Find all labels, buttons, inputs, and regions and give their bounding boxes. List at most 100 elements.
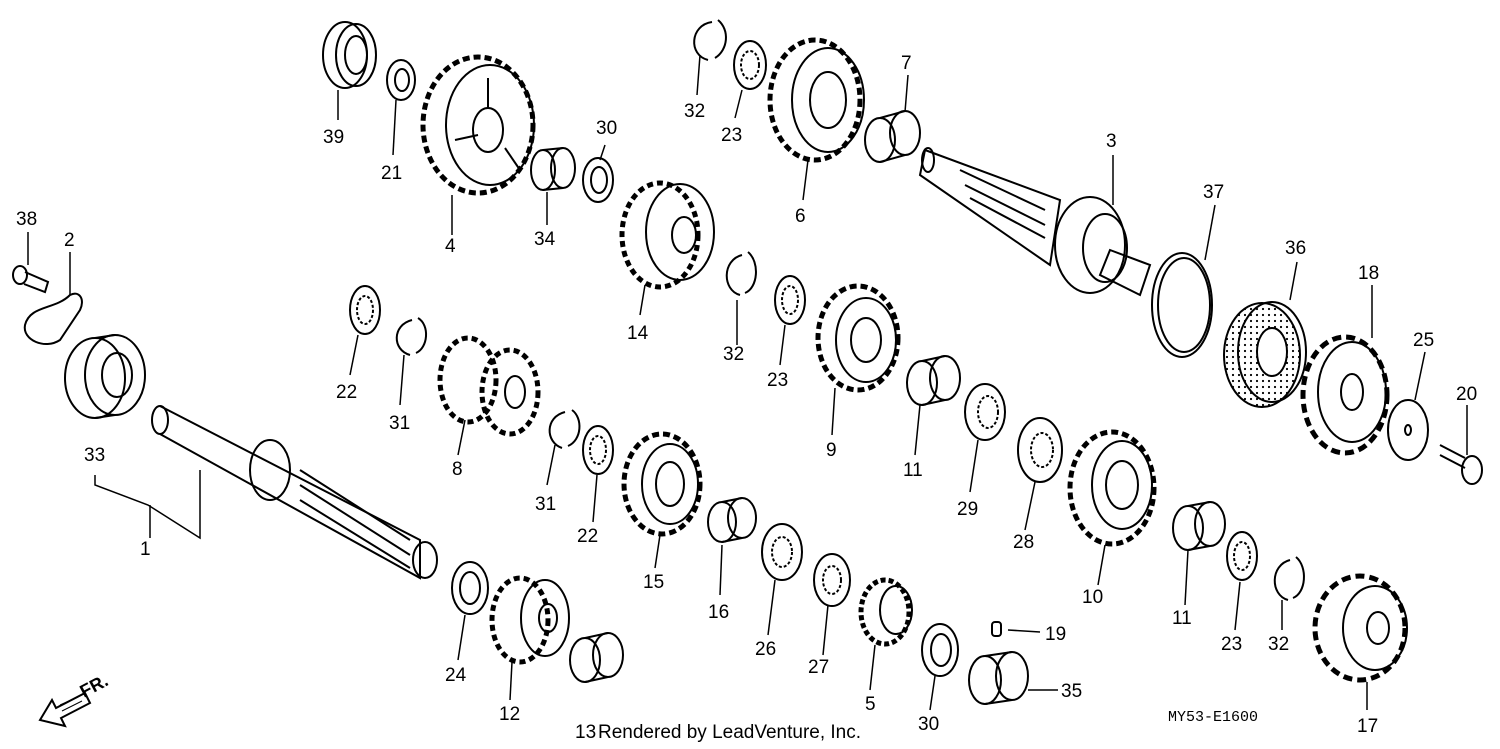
- part-9-gear: [815, 283, 901, 393]
- part-2-plate: [23, 292, 83, 345]
- callout-6: 6: [795, 206, 806, 227]
- callout-15: 15: [643, 572, 664, 593]
- callout-9: 9: [826, 440, 837, 461]
- callout-31a: 31: [389, 413, 410, 434]
- part-17-gear: [1312, 573, 1408, 683]
- part-27-washer: [813, 553, 851, 607]
- part-32-circlip-mid: [725, 251, 757, 296]
- callout-21: 21: [381, 163, 402, 184]
- callout-labels: 39 21 4 34 30 32 23 6 7 3 37 36 18 25 20…: [16, 53, 1477, 743]
- callout-36: 36: [1285, 238, 1306, 259]
- part-8-gear: [437, 335, 541, 437]
- callout-32b: 32: [723, 344, 744, 365]
- callout-28: 28: [1013, 532, 1034, 553]
- callout-32a: 32: [684, 101, 705, 122]
- part-29-washer: [964, 383, 1006, 441]
- part-11-bushing-b: [1172, 501, 1226, 551]
- part-26-washer: [761, 523, 803, 581]
- callout-5: 5: [865, 694, 876, 715]
- part-23-washer-mid: [774, 275, 806, 325]
- part-15-gear: [621, 431, 703, 537]
- callout-8: 8: [452, 459, 463, 480]
- callout-33: 33: [84, 445, 105, 466]
- callout-35: 35: [1061, 681, 1082, 702]
- part-25-washer: [1387, 399, 1429, 461]
- part-3-shaft: [918, 147, 1152, 297]
- part-28-washer: [1017, 417, 1063, 483]
- callout-23b: 23: [767, 370, 788, 391]
- callout-12: 12: [499, 704, 520, 725]
- callout-11b: 11: [1172, 608, 1192, 629]
- part-5-gear: [858, 577, 913, 647]
- part-31-circlip-b: [548, 409, 581, 449]
- part-10-gear: [1067, 429, 1157, 547]
- part-22-washer-a: [349, 285, 381, 335]
- callout-22a: 22: [336, 382, 357, 403]
- part-22-washer-b: [582, 425, 614, 475]
- callout-13: 13: [575, 722, 596, 743]
- callout-30b: 30: [918, 714, 939, 735]
- direction-arrow-icon: [38, 691, 92, 728]
- part-14-gear: [619, 180, 715, 290]
- part-12-gear: [489, 575, 570, 665]
- part-1-mainshaft: [151, 405, 438, 580]
- part-23-washer-lower: [1226, 531, 1258, 581]
- callout-39: 39: [323, 127, 344, 148]
- part-19-pin: [991, 621, 1002, 637]
- callout-18: 18: [1358, 263, 1379, 284]
- part-4-gear: [420, 54, 536, 196]
- callout-24: 24: [445, 665, 467, 686]
- callout-37: 37: [1203, 182, 1224, 203]
- callout-23a: 23: [721, 125, 742, 146]
- part-16-bushing: [707, 497, 757, 543]
- callout-7: 7: [901, 53, 912, 74]
- callout-1: 1: [140, 539, 151, 560]
- callout-26: 26: [755, 639, 776, 660]
- part-20-bolt: [1439, 444, 1483, 485]
- callout-30a: 30: [596, 118, 617, 139]
- part-18-sprocket: [1300, 334, 1390, 456]
- callout-3: 3: [1106, 131, 1117, 152]
- part-11-bushing-a: [906, 355, 961, 406]
- callout-20: 20: [1456, 384, 1477, 405]
- part-38-bolt: [12, 265, 50, 294]
- callout-14: 14: [627, 323, 649, 344]
- callout-10: 10: [1082, 587, 1103, 608]
- callout-31b: 31: [535, 494, 556, 515]
- part-24-washer: [451, 561, 489, 615]
- part-33-bearing: [64, 334, 146, 419]
- callout-34: 34: [534, 229, 556, 250]
- leader-lines: [27, 54, 1468, 711]
- part-34-needle-bearing: [530, 147, 576, 191]
- part-39-bearing: [322, 21, 377, 89]
- callout-27: 27: [808, 657, 829, 678]
- callout-2: 2: [64, 230, 75, 251]
- diagram-code: MY53-E1600: [1168, 709, 1258, 726]
- callout-4: 4: [445, 236, 456, 257]
- part-36-oil-seal: [1223, 301, 1307, 408]
- callout-17: 17: [1357, 716, 1378, 737]
- callout-25: 25: [1413, 330, 1434, 351]
- part-7-bushing: [864, 110, 921, 163]
- part-32-circlip-top: [693, 19, 727, 61]
- callout-29: 29: [957, 499, 978, 520]
- callout-38: 38: [16, 209, 37, 230]
- callout-23c: 23: [1221, 634, 1242, 655]
- callout-11a: 11: [903, 460, 923, 481]
- callout-16: 16: [708, 602, 729, 623]
- part-32-circlip-lower: [1273, 556, 1305, 601]
- part-13-bushing: [569, 632, 624, 683]
- credit-text: Rendered by LeadVenture, Inc.: [598, 722, 861, 743]
- callout-32c: 32: [1268, 634, 1289, 655]
- callout-22b: 22: [577, 526, 598, 547]
- part-21-washer: [386, 59, 416, 101]
- part-31-circlip-a: [395, 317, 427, 356]
- part-37-snap-ring: [1151, 252, 1213, 358]
- part-23-washer-top: [733, 40, 767, 90]
- part-30-washer-upper: [582, 157, 614, 203]
- callout-19: 19: [1045, 624, 1066, 645]
- part-30-washer-lower: [921, 623, 959, 677]
- part-35-needle-bearing: [968, 651, 1029, 705]
- part-6-gear: [767, 37, 865, 163]
